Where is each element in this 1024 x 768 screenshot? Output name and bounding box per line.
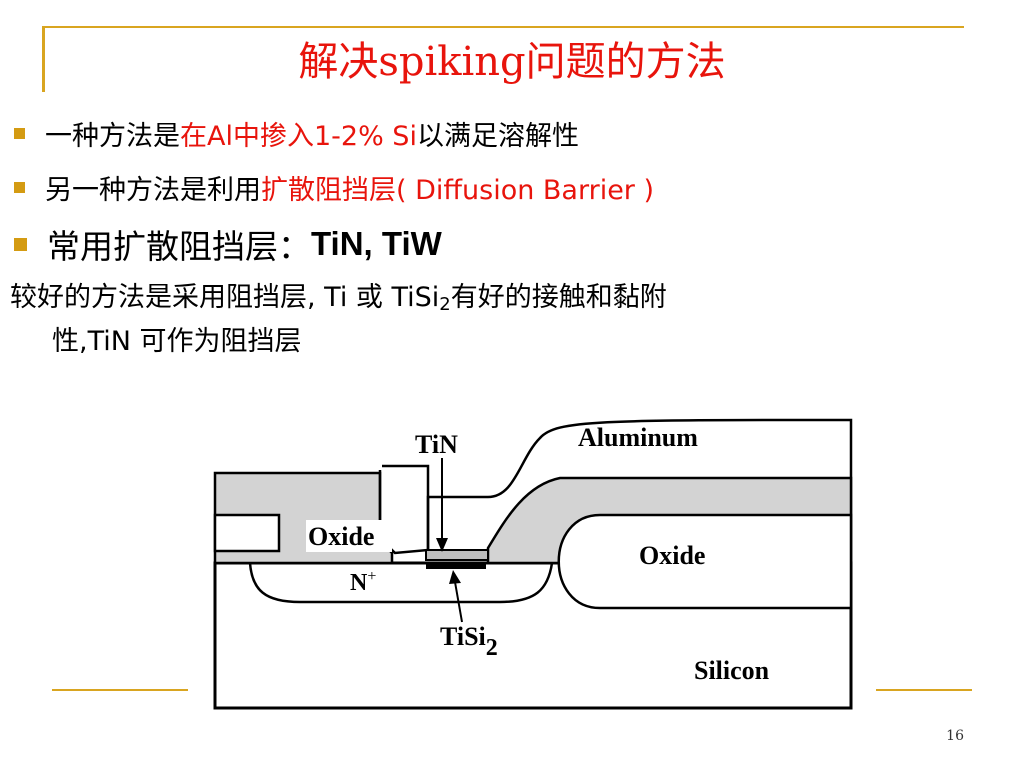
tin-arrow-head-icon [436,538,448,552]
tisi2-arrow [454,581,463,623]
page-number: 16 [946,728,964,744]
label-oxide-right: Oxide [639,541,705,570]
slide-title: 解决spiking问题的方法 [298,39,726,85]
label-aluminum: Aluminum [578,423,698,452]
tisi2-silicide-layer [426,562,486,569]
label-tisi2: TiSi2 [440,622,498,661]
oxide-right-label-bg [636,538,724,572]
label-oxide-left: Oxide [308,522,374,551]
tisi2-arrow-head-icon [449,570,461,584]
bullet-item-diffusion-barrier: 另一种方法是利用扩散阻挡层( Diffusion Barrier ) [14,168,654,207]
bullet-text-emphasis: TiN, TiW [311,225,442,262]
title-frame-top-rule [42,26,964,28]
paragraph-text: 有好的接触和黏附 [450,282,667,313]
bullet-text-plain: 另一种方法是利用 [45,175,261,206]
bullet-text-tail: 以满足溶解性 [416,121,579,152]
label-tin: TiN [415,430,458,459]
paragraph-line-1: 较好的方法是采用阻挡层, Ti 或 TiSi2有好的接触和黏附 [10,275,667,315]
square-bullet-icon [14,237,27,251]
tin-barrier-layer [425,549,489,561]
label-n-plus: N+ [350,568,376,596]
title-frame-left-rule [42,26,45,92]
paragraph-line-2: 性,TiN 可作为阻挡层 [52,326,302,357]
paragraph-text: 较好的方法是采用阻挡层, Ti 或 TiSi [10,282,440,313]
oxide-left-label-bg [306,520,392,552]
square-bullet-icon [14,128,25,139]
square-bullet-icon [14,182,25,193]
left-inset-block [213,513,281,553]
tin-left-edge [382,464,430,550]
subscript-2: 2 [439,294,451,315]
bullet-text-plain: 常用扩散阻挡层： [47,227,311,266]
label-silicon: Silicon [694,656,770,685]
footer-rule-left [52,689,188,691]
bullet-text-highlight: 在Al中掺入1-2% Si [180,121,417,152]
n-plus-diffusion [248,562,554,604]
bullet-text-plain: 一种方法是 [45,121,180,152]
bullet-text-highlight: 扩散阻挡层( Diffusion Barrier ) [261,175,655,206]
aluminum-contour [378,418,853,563]
bullet-item-common-barriers: 常用扩散阻挡层：TiN, TiW [14,220,442,268]
footer-rule-right [876,689,972,691]
